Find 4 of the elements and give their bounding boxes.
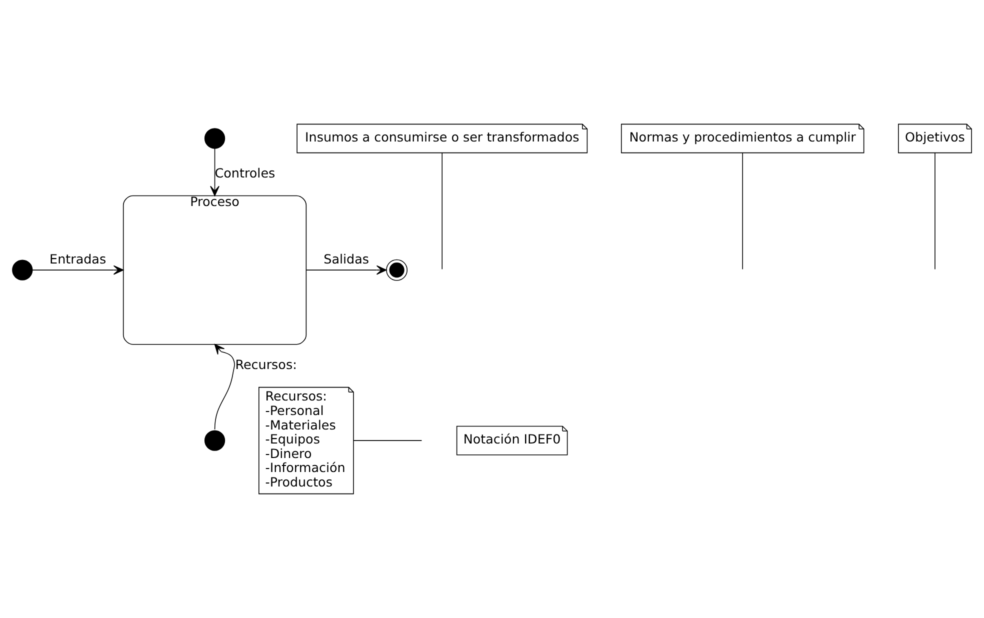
- edge-label: Recursos:: [235, 356, 297, 372]
- edge-label: Entradas: [50, 252, 106, 267]
- edge-label: Controles: [214, 165, 276, 180]
- edge-label: Salidas: [324, 252, 370, 267]
